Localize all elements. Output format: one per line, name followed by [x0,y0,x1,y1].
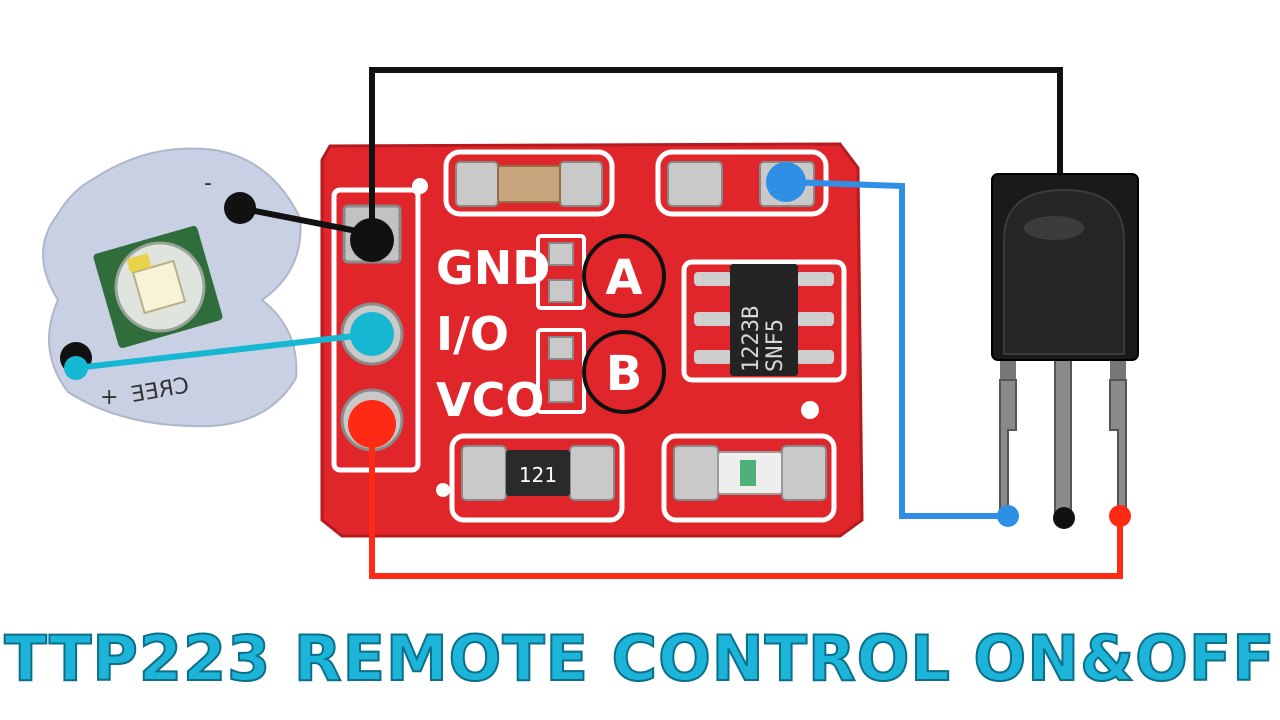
led-die [131,259,187,315]
jumper-b-label: B [606,346,643,402]
ir-lens [1003,188,1125,355]
jumper-a-label: A [605,250,642,306]
touch-signal-dot [766,162,806,202]
led-plus-label: + [100,385,118,410]
pin-label-gnd: GND [436,241,550,295]
led-contact [126,253,152,273]
resistor-label: 121 [519,463,557,487]
wires [75,67,1123,579]
pin-label-io: I/O [436,307,509,361]
io-wire [75,331,373,371]
signal-wire [785,179,1008,519]
jumper-a-pad-top [548,242,574,266]
ttp223-chip: 1223B SNF5 [694,264,834,376]
gnd-wire [369,67,1063,234]
ir-out-dot [997,505,1019,527]
jumper-b-circle [582,330,666,414]
vcc-dot [348,400,396,448]
ttp223-board: GND I/O VCO A B 1223B SNF5 [320,142,864,538]
jumper-b-pad-bottom [548,379,574,403]
jumper-a-circle [582,234,666,318]
led-gnd-dot [226,194,254,222]
jumper-a-pad-bottom [548,279,574,303]
io-dot [350,312,394,356]
chip-label-2: SNF5 [763,319,788,372]
led-gnd-wire [239,205,373,237]
vcc-wire [369,430,1123,579]
gnd-dot [350,218,394,262]
led-io-dot [64,356,88,380]
touch-pad-left [667,161,723,207]
chip-label-1: 1223B [739,306,764,372]
jumper-b-pad-top [548,336,574,360]
ir-receiver [991,173,1139,513]
led-minus-label: - [204,171,212,196]
capacitor [497,165,561,203]
ir-vcc-dot [1109,505,1131,527]
ir-gnd-dot [1053,507,1075,529]
headline-title: TTP223 REMOTE CONTROL ON&OFF [3,622,1276,695]
resistor [506,450,570,496]
cree-led-star-board: CREE + - [42,147,302,428]
pin-label-vco: VCO [436,373,544,427]
